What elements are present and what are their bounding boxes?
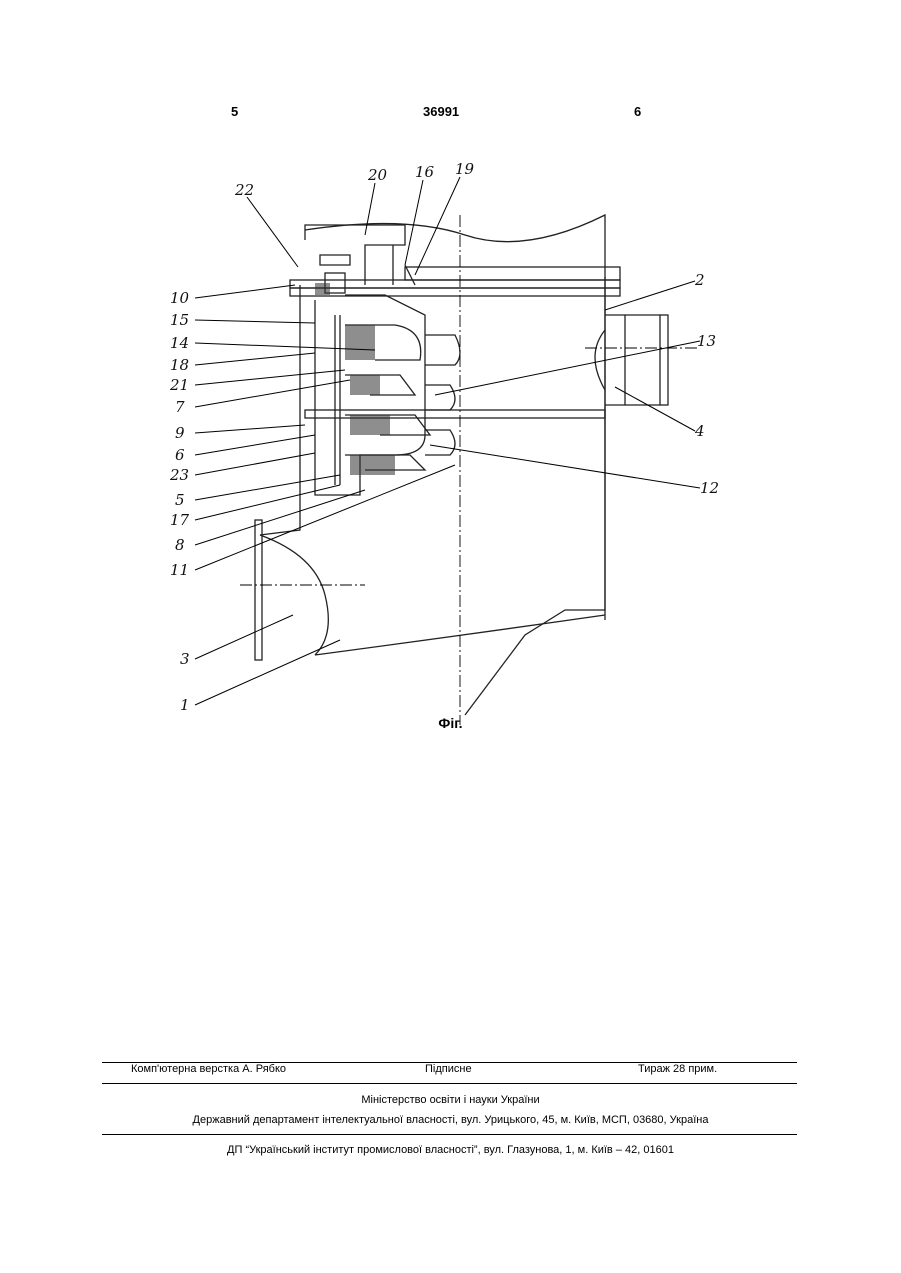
callout-10: 10 [170,289,190,307]
footer-institute: ДП “Український інститут промислової вла… [0,1144,901,1156]
callout-16: 16 [415,163,435,181]
patent-number: 36991 [423,104,459,119]
footer-department: Державний департамент інтелектуальної вл… [0,1114,901,1126]
callout-2: 2 [694,271,705,289]
callout-22: 22 [234,181,254,199]
figure-caption: Фіг. [0,715,901,731]
callout-13: 13 [697,332,716,350]
callout-21: 21 [169,376,189,394]
callout-23: 23 [169,466,189,484]
footer-circulation: Тираж 28 прим. [638,1063,717,1075]
callout-7: 7 [175,398,185,416]
footer-rule-bottom [102,1134,797,1135]
callout-8: 8 [175,536,185,554]
footer-rule-mid [102,1083,797,1084]
callout-6: 6 [175,446,185,464]
callout-11: 11 [170,561,189,579]
callout-12: 12 [700,479,719,497]
footer-signed: Підписне [425,1063,472,1075]
technical-drawing: 20 16 19 22 10 2 15 14 13 18 21 7 4 9 6 … [165,155,725,730]
callout-4: 4 [694,422,705,440]
page-number-right: 6 [634,104,641,119]
callout-20: 20 [367,166,388,184]
callout-15: 15 [170,311,189,329]
callout-19: 19 [455,160,475,178]
footer-ministry: Міністерство освіти і науки України [0,1094,901,1106]
callout-17: 17 [170,511,190,529]
callout-1: 1 [180,696,190,714]
page-number-left: 5 [231,104,238,119]
callout-9: 9 [175,424,185,442]
callout-5: 5 [175,491,185,509]
footer-layout-credit: Комп'ютерна верстка А. Рябко [131,1063,286,1075]
callout-14: 14 [170,334,189,352]
callout-18: 18 [170,356,189,374]
callout-3: 3 [180,650,190,668]
